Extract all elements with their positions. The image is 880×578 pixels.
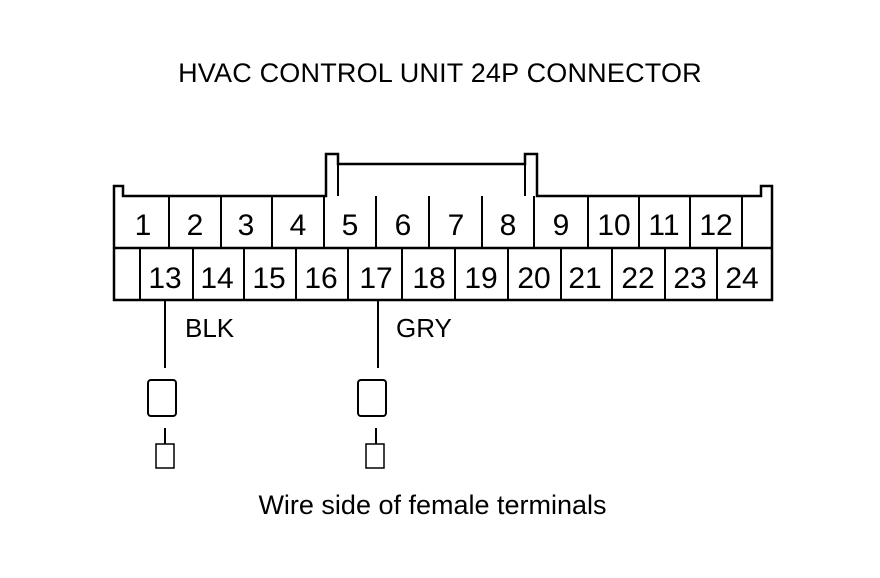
terminal-body-icon bbox=[357, 379, 387, 417]
pin-16: 16 bbox=[304, 262, 337, 295]
pin-14: 14 bbox=[200, 262, 233, 295]
terminal-tip-icon bbox=[365, 443, 385, 469]
pin-4: 4 bbox=[290, 209, 307, 242]
pin-11: 11 bbox=[648, 209, 679, 242]
bottom-row-pins: 13 14 15 16 17 18 19 20 21 22 23 24 bbox=[148, 262, 758, 295]
pin-18: 18 bbox=[412, 262, 445, 295]
pin-7: 7 bbox=[448, 209, 465, 242]
pin-2: 2 bbox=[187, 209, 204, 242]
pin-9: 9 bbox=[553, 209, 570, 242]
pin-8: 8 bbox=[500, 209, 517, 242]
pin-22: 22 bbox=[621, 262, 654, 295]
wire-side-caption: Wire side of female terminals bbox=[258, 490, 607, 520]
pin-5: 5 bbox=[342, 209, 359, 242]
pin-24: 24 bbox=[725, 262, 758, 295]
pin-19: 19 bbox=[464, 262, 497, 295]
terminal-tip-icon bbox=[155, 443, 175, 469]
pin-20: 20 bbox=[517, 262, 550, 295]
pin-1: 1 bbox=[135, 209, 152, 242]
top-row-pins: 1 2 3 4 5 6 7 8 9 10 11 12 bbox=[135, 209, 733, 242]
pin-12: 12 bbox=[699, 209, 732, 242]
wire-color-label: BLK bbox=[185, 313, 235, 343]
pin-10: 10 bbox=[597, 209, 630, 242]
cavity-dividers bbox=[139, 196, 743, 300]
pin-15: 15 bbox=[252, 262, 285, 295]
pin-23: 23 bbox=[673, 262, 706, 295]
wire-pin-17: GRY bbox=[357, 300, 452, 469]
diagram-title: HVAC CONTROL UNIT 24P CONNECTOR bbox=[178, 58, 702, 88]
pin-6: 6 bbox=[395, 209, 412, 242]
pin-3: 3 bbox=[238, 209, 255, 242]
wire-pin-13: BLK bbox=[147, 300, 235, 469]
terminal-body-icon bbox=[147, 379, 177, 417]
pin-13: 13 bbox=[148, 262, 181, 295]
pin-17: 17 bbox=[359, 262, 392, 295]
pin-21: 21 bbox=[568, 262, 601, 295]
wire-color-label: GRY bbox=[396, 313, 452, 343]
